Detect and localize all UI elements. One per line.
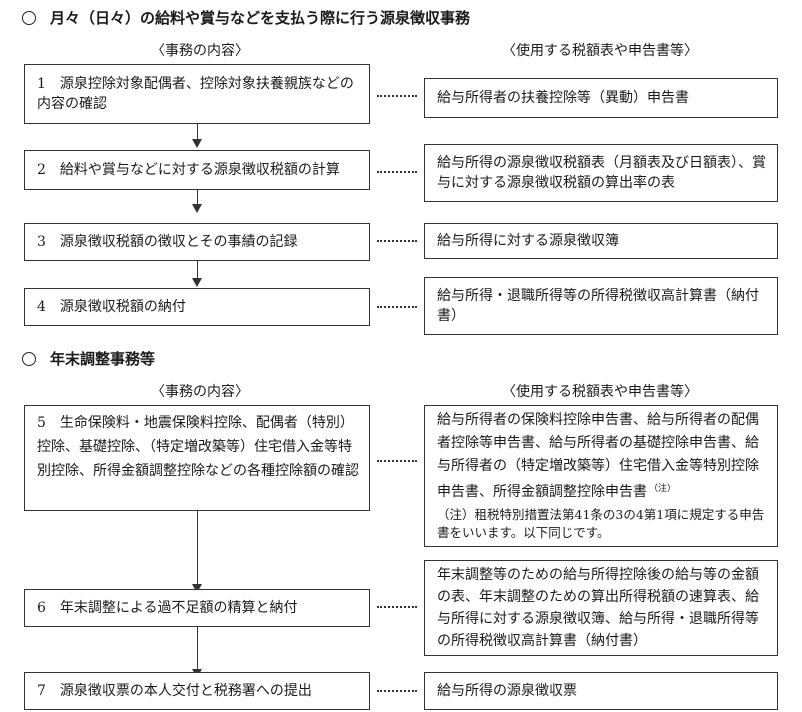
doc-3-box: 給与所得に対する源泉徴収簿 [424,223,778,259]
step-4-box: 4 源泉徴収税額の納付 [24,288,370,326]
step-1-box: 1 源泉控除対象配偶者、控除対象扶養親族などの内容の確認 [24,64,370,124]
flow-line [197,261,198,278]
section2-right-header: 〈使用する税額表や申告書等〉 [502,384,698,400]
flow-line [197,627,198,669]
flow-line [197,511,198,584]
dotted-connector [377,606,417,608]
section2-left-header: 〈事務の内容〉 [151,384,249,400]
circle-bullet-icon [22,11,36,25]
step-5-box: 5 生命保険料・地震保険料控除、配偶者（特別）控除、基礎控除、（特定増改築等）住… [24,405,370,511]
step-5-label: 5 生命保険料・地震保険料控除、配偶者（特別）控除、基礎控除、（特定増改築等）住… [37,415,359,479]
doc-5-note-mark: （注） [649,484,677,494]
doc-5-text: 給与所得者の保険料控除申告書、給与所得者の配偶者控除等申告書、給与所得者の基礎控… [437,412,759,500]
doc-4-box: 給与所得・退職所得等の所得税徴収高計算書（納付書） [424,277,778,335]
step-2-box: 2 給料や賞与などに対する源泉徴収税額の計算 [24,150,370,190]
section2-heading: 年末調整事務等 [22,348,155,369]
step-3-label: 3 源泉徴収税額の徴収とその事績の記録 [37,234,298,250]
dotted-connector [377,306,417,308]
section2-title: 年末調整事務等 [50,350,156,368]
dotted-connector [377,240,417,242]
doc-5-note: （注）租税特別措置法第41条の3の4第1項に規定する申告書をいいます。以下同じで… [437,507,765,540]
doc-1-text: 給与所得者の扶養控除等（異動）申告書 [437,90,689,106]
doc-6-box: 年末調整等のための給与所得控除後の給与等の金額の表、年末調整のための算出所得税額… [424,560,778,656]
step-6-box: 6 年末調整による過不足額の精算と納付 [24,589,370,627]
step-7-label: 7 源泉徴収票の本人交付と税務署への提出 [37,683,312,699]
section1-title: 月々（日々）の給料や賞与などを支払う際に行う源泉徴収事務 [50,9,471,27]
section1-heading: 月々（日々）の給料や賞与などを支払う際に行う源泉徴収事務 [22,7,470,28]
down-arrow-icon [192,204,202,213]
circle-bullet-icon [22,352,36,366]
down-arrow-icon [192,278,202,287]
step-4-label: 4 源泉徴収税額の納付 [37,299,186,315]
down-arrow-icon [192,584,202,593]
section1-right-header: 〈使用する税額表や申告書等〉 [502,43,698,59]
step-1-label: 1 源泉控除対象配偶者、控除対象扶養親族などの内容の確認 [37,76,354,112]
flow-line [197,190,198,204]
doc-5-box: 給与所得者の保険料控除申告書、給与所得者の配偶者控除等申告書、給与所得者の基礎控… [424,405,778,547]
step-7-box: 7 源泉徴収票の本人交付と税務署への提出 [24,672,370,710]
step-6-label: 6 年末調整による過不足額の精算と納付 [37,600,298,616]
dotted-connector [377,171,417,173]
doc-3-text: 給与所得に対する源泉徴収簿 [437,233,619,249]
dotted-connector [377,95,417,97]
doc-2-box: 給与所得の源泉徴収税額表（月額表及び日額表）、賞与に対する源泉徴収税額の算出率の… [424,144,778,202]
down-arrow-icon [192,139,202,148]
dotted-connector [377,460,417,462]
doc-7-box: 給与所得の源泉徴収票 [424,672,778,710]
step-2-label: 2 給料や賞与などに対する源泉徴収税額の計算 [37,162,340,178]
step-3-box: 3 源泉徴収税額の徴収とその事績の記録 [24,223,370,261]
doc-2-text: 給与所得の源泉徴収税額表（月額表及び日額表）、賞与に対する源泉徴収税額の算出率の… [437,155,766,191]
doc-4-text: 給与所得・退職所得等の所得税徴収高計算書（納付書） [437,288,759,324]
flow-line [197,124,198,139]
doc-6-text: 年末調整等のための給与所得控除後の給与等の金額の表、年末調整のための算出所得税額… [437,567,759,649]
doc-7-text: 給与所得の源泉徴収票 [437,683,577,699]
dotted-connector [377,690,417,692]
section1-left-header: 〈事務の内容〉 [151,43,249,59]
doc-1-box: 給与所得者の扶養控除等（異動）申告書 [424,78,778,118]
